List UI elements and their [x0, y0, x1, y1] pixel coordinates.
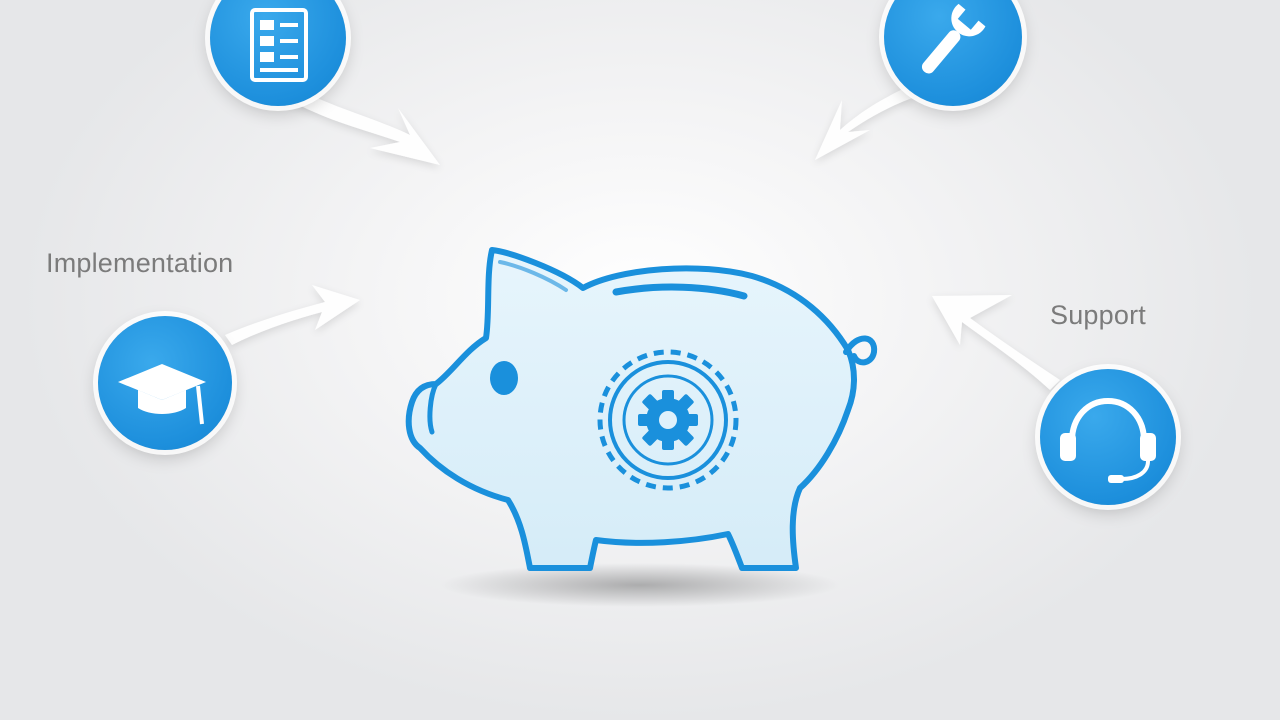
document-circle — [210, 0, 346, 106]
support-label: Support — [1050, 300, 1146, 330]
coin-slot — [612, 283, 748, 300]
arrow-left — [225, 285, 360, 345]
graduation-cap-circle — [98, 316, 232, 450]
headset-circle — [1040, 369, 1176, 505]
headset-icon — [1060, 397, 1156, 483]
wrench-circle — [884, 0, 1022, 106]
pig-tail — [843, 335, 878, 366]
pig-eye — [490, 361, 518, 395]
wrench-icon — [921, 3, 986, 74]
gear-icon — [597, 349, 739, 491]
arrow-right — [932, 295, 1060, 390]
graduation-cap-icon — [118, 364, 206, 425]
pig-body — [405, 247, 857, 571]
pig-ear — [498, 260, 568, 292]
implementation-label: Implementation — [46, 248, 234, 278]
arrow-top-right — [815, 88, 912, 160]
document-icon — [250, 8, 308, 82]
pig-shadow — [440, 563, 840, 607]
arrow-top-left — [290, 90, 440, 165]
pig-snout — [427, 381, 439, 435]
